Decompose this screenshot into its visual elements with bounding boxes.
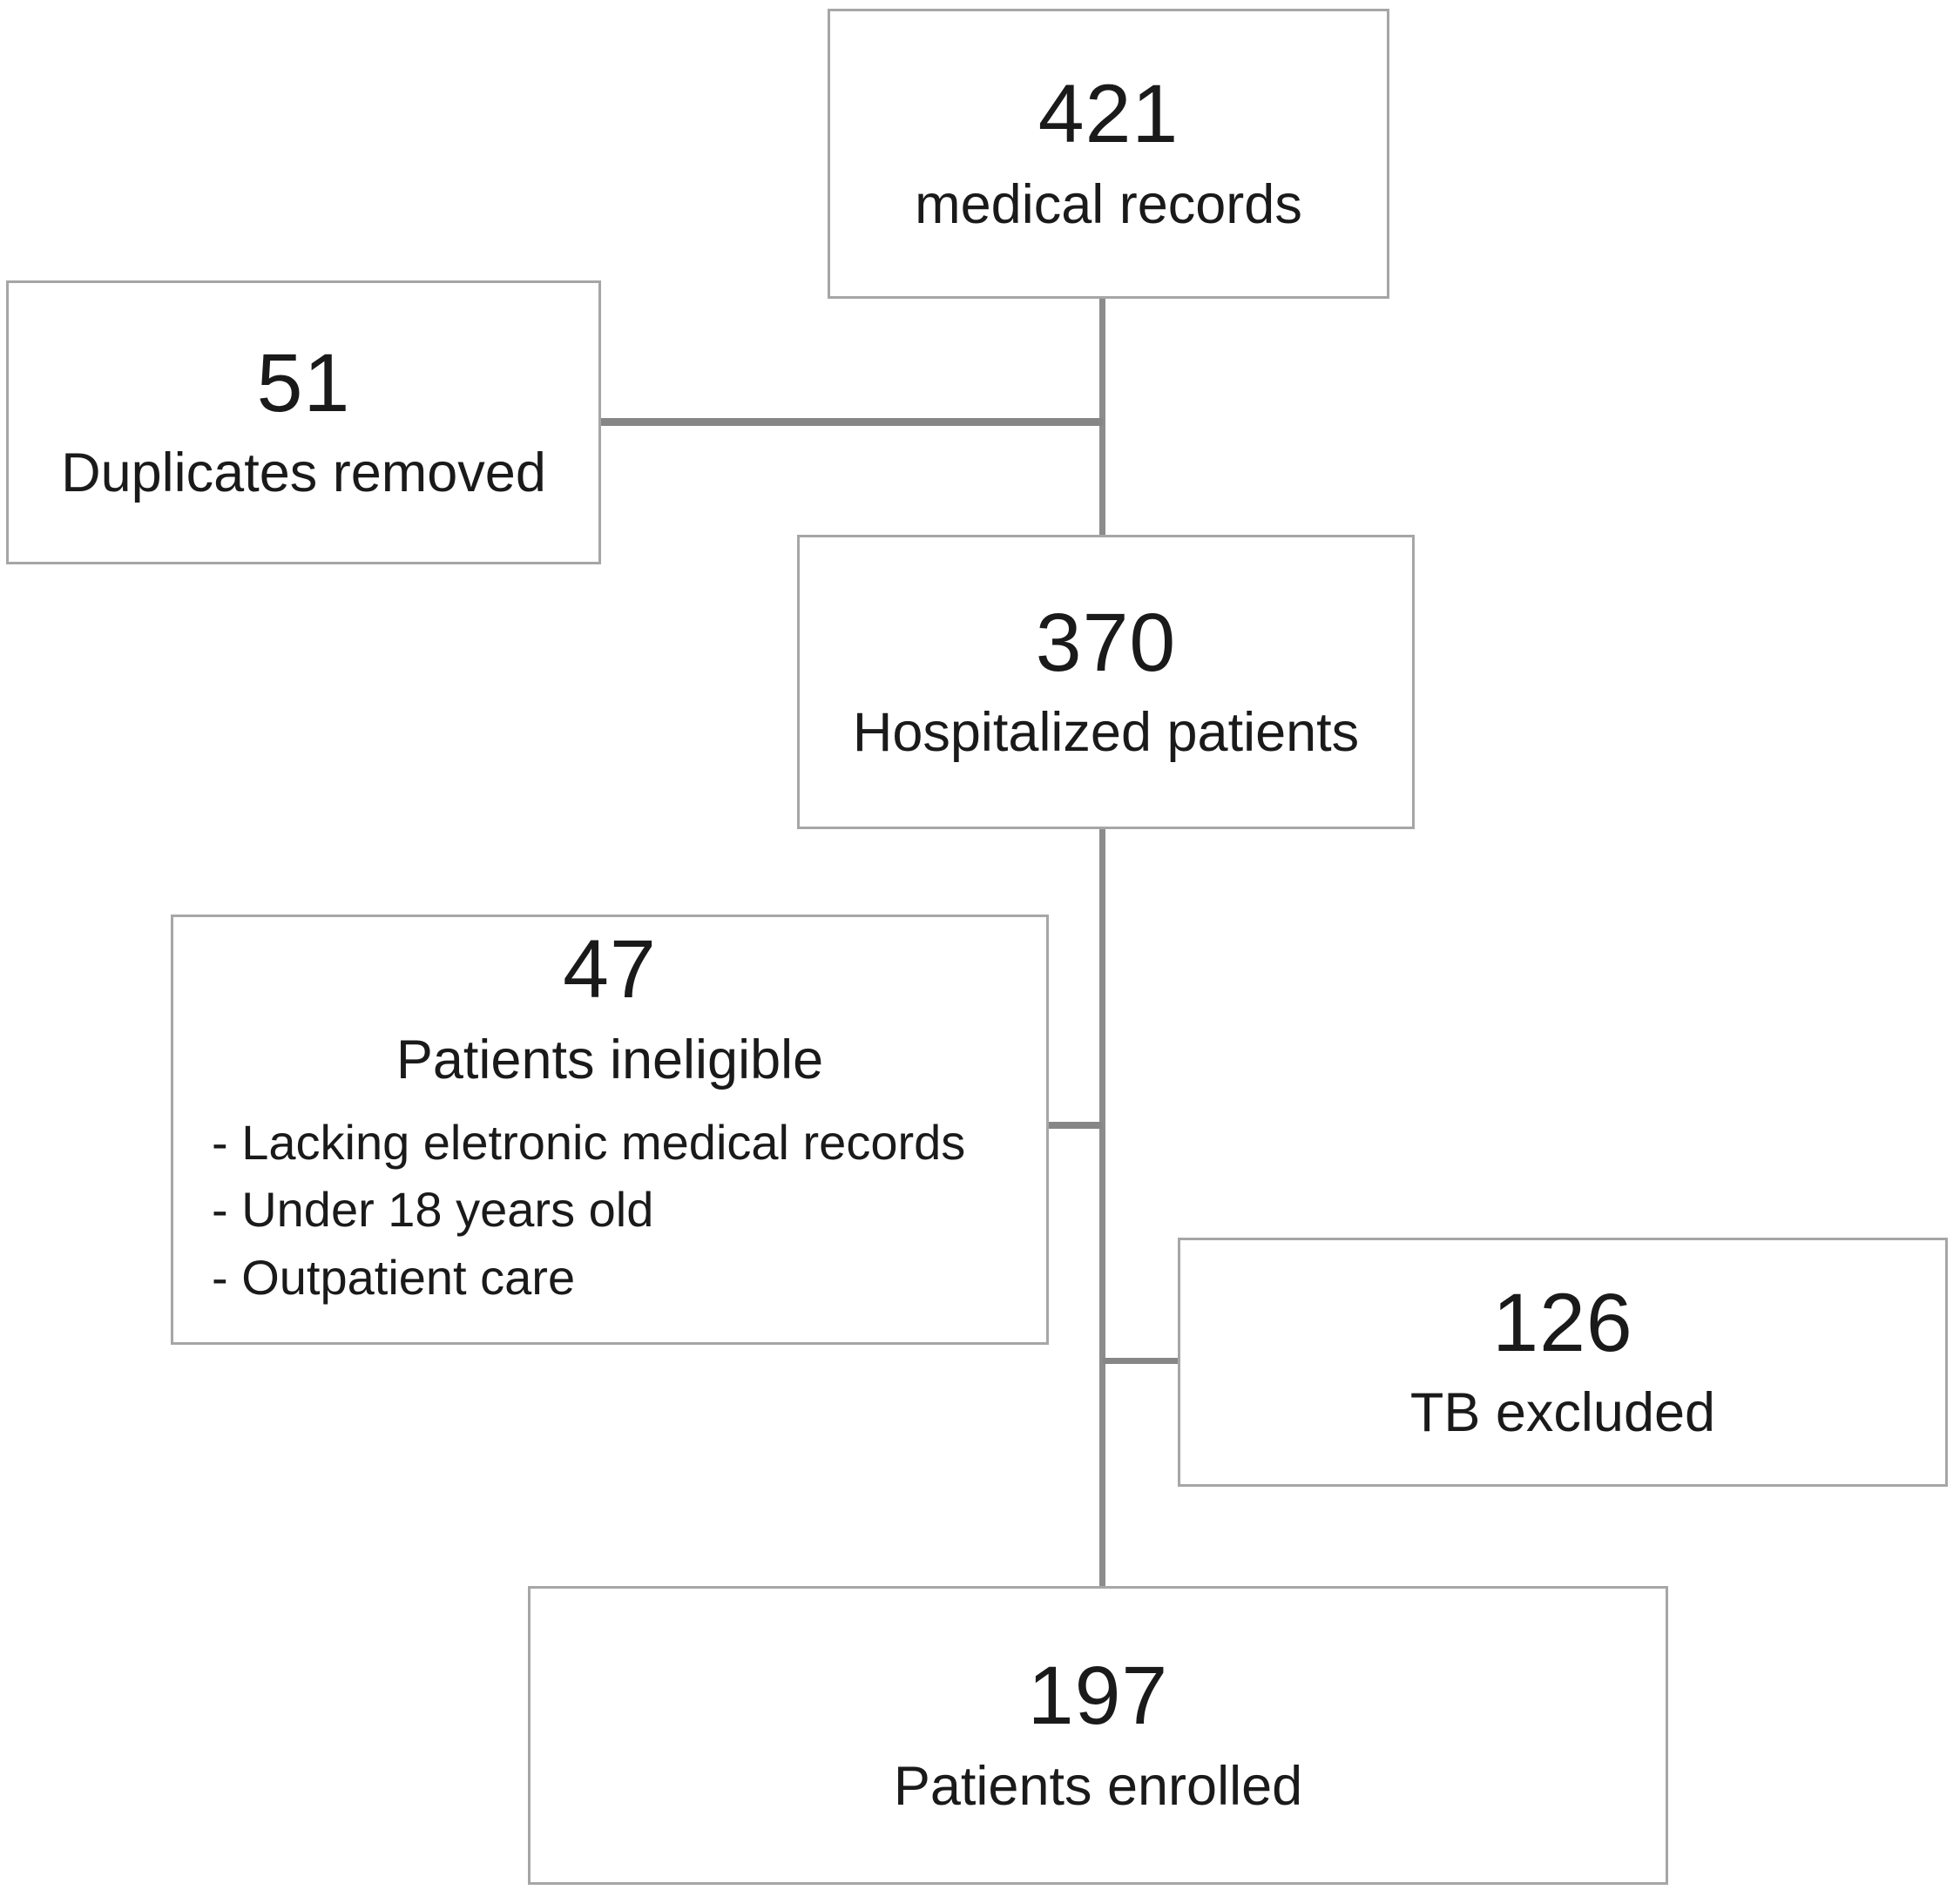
- duplicates-removed-label: Duplicates removed: [61, 442, 546, 504]
- hospitalized-patients-label: Hospitalized patients: [852, 702, 1360, 764]
- connector-records-to-hospitalized: [1099, 297, 1105, 537]
- connector-ineligible-branch: [1047, 1122, 1103, 1129]
- ineligible-reason-item: - Outpatient care: [212, 1249, 576, 1305]
- tb-excluded-label: TB excluded: [1409, 1382, 1716, 1444]
- flow-box-hospitalized-patients: 370 Hospitalized patients: [797, 535, 1415, 829]
- flow-box-patients-ineligible: 47 Patients ineligible - Lacking eletron…: [171, 915, 1049, 1345]
- hospitalized-patients-count: 370: [1035, 596, 1177, 689]
- connector-hospitalized-to-enrolled: [1099, 827, 1105, 1589]
- connector-tb-excluded-branch: [1103, 1358, 1180, 1364]
- medical-records-label: medical records: [915, 173, 1302, 235]
- duplicates-removed-count: 51: [256, 336, 351, 429]
- flow-box-tb-excluded: 126 TB excluded: [1178, 1238, 1948, 1487]
- connector-duplicates-branch: [599, 418, 1103, 426]
- patients-ineligible-label: Patients ineligible: [395, 1029, 824, 1090]
- flow-box-duplicates-removed: 51 Duplicates removed: [6, 280, 601, 564]
- ineligible-reason-item: - Lacking eletronic medical records: [212, 1115, 966, 1171]
- patients-ineligible-reasons: - Lacking eletronic medical records - Un…: [173, 1109, 1046, 1311]
- ineligible-reason-item: - Under 18 years old: [212, 1182, 654, 1238]
- flow-box-medical-records: 421 medical records: [828, 9, 1389, 299]
- flow-box-patients-enrolled: 197 Patients enrolled: [528, 1586, 1668, 1885]
- patients-enrolled-count: 197: [1027, 1650, 1169, 1743]
- patients-enrolled-label: Patients enrolled: [893, 1755, 1303, 1817]
- medical-records-count: 421: [1037, 68, 1179, 161]
- tb-excluded-count: 126: [1492, 1276, 1633, 1369]
- patients-ineligible-count: 47: [563, 923, 657, 1016]
